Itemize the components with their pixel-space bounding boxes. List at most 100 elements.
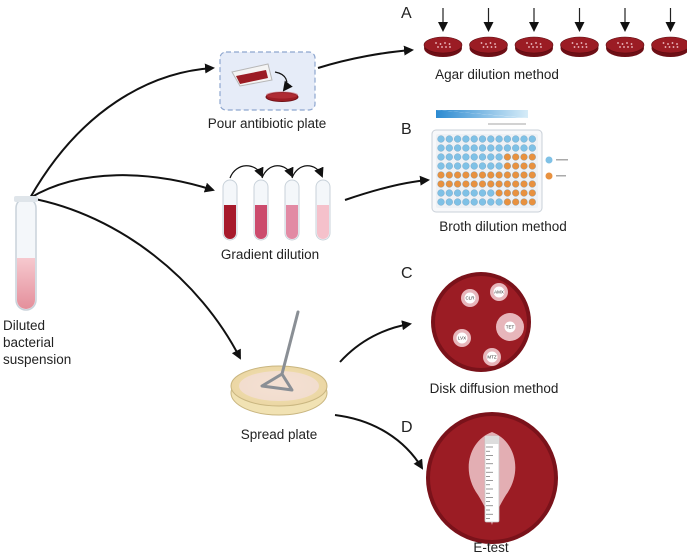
legend-orange-text-line xyxy=(556,175,566,177)
microplate-well xyxy=(528,135,536,143)
microplate-well xyxy=(495,171,503,179)
panel-letter-c: C xyxy=(401,265,413,282)
microplate-well xyxy=(478,189,487,197)
microplate-well xyxy=(512,135,520,143)
source-label-line1: Diluted xyxy=(3,318,45,333)
microplate-well xyxy=(528,162,536,170)
disk-label-lvx: LVX xyxy=(458,336,466,341)
microplate-well xyxy=(478,162,487,170)
microplate-well xyxy=(462,189,470,197)
microplate-well xyxy=(495,135,503,143)
microplate-well xyxy=(487,180,495,188)
microplate-well xyxy=(528,153,536,161)
microplate-well xyxy=(528,144,536,152)
arrow-to-agar xyxy=(317,45,414,69)
microplate-well xyxy=(487,189,495,197)
microplate-well xyxy=(437,135,445,143)
microplate-well xyxy=(478,171,487,179)
agar-plate xyxy=(605,8,645,57)
microplate-well xyxy=(462,180,470,188)
microplate-well xyxy=(478,198,487,206)
microplate-well xyxy=(503,171,511,179)
source-label-line3: suspension xyxy=(3,352,71,367)
legend-blue-dot xyxy=(545,156,553,164)
microplate-well xyxy=(437,189,445,197)
microplate-well xyxy=(528,180,536,188)
microplate-well xyxy=(528,189,536,197)
microplate-well xyxy=(503,180,511,188)
microplate-well xyxy=(437,180,445,188)
pour-antibiotic-plate-illustration xyxy=(219,51,316,111)
microplate-well xyxy=(520,144,528,152)
microplate-well xyxy=(495,180,503,188)
microplate-well xyxy=(495,189,503,197)
panel-letter-a: A xyxy=(401,5,412,22)
microplate-well xyxy=(470,180,478,188)
source-label-line2: bacterial xyxy=(3,335,54,350)
agar-plate xyxy=(423,8,463,57)
microplate-well xyxy=(437,153,445,161)
microplate-well xyxy=(470,153,478,161)
microplate-well xyxy=(495,153,503,161)
microplate-well xyxy=(462,198,470,206)
microplate-well xyxy=(470,189,478,197)
microplate-well xyxy=(487,198,495,206)
gradient-dilution-tubes xyxy=(222,165,331,241)
microplate-well xyxy=(454,144,462,152)
microplate-well xyxy=(503,162,511,170)
legend-orange-dot xyxy=(545,172,553,180)
panel-letter-d: D xyxy=(401,419,413,436)
microplate-well xyxy=(487,144,495,152)
microplate-well xyxy=(470,198,478,206)
panel-label-c: Disk diffusion method xyxy=(430,381,559,396)
microplate-well xyxy=(437,171,445,179)
microplate-well xyxy=(512,189,520,197)
microplate-well xyxy=(520,135,528,143)
microplate-well xyxy=(487,162,495,170)
microplate-well xyxy=(462,171,470,179)
microplate-well xyxy=(445,153,453,161)
microplate-well xyxy=(478,153,487,161)
microplate-well xyxy=(445,171,453,179)
microplate-well xyxy=(487,171,495,179)
microplate-well xyxy=(454,189,462,197)
microplate-well xyxy=(520,153,528,161)
microplate-well xyxy=(454,153,462,161)
arrow-to-disk xyxy=(339,320,412,363)
microplate-well xyxy=(512,180,520,188)
microplate-well xyxy=(520,180,528,188)
legend-blue-text-line xyxy=(556,159,568,161)
arrow-to-gradient xyxy=(29,174,215,199)
disk-label-clr: CLR xyxy=(465,296,475,301)
disk-label-tet: TET xyxy=(506,325,515,330)
microplate-well xyxy=(445,162,453,170)
microplate-well xyxy=(445,180,453,188)
microplate-well xyxy=(470,144,478,152)
microplate-well xyxy=(445,189,453,197)
flow-arrows xyxy=(29,45,430,470)
microplate-well xyxy=(470,162,478,170)
microplate-well xyxy=(445,198,453,206)
arrow-to-pour xyxy=(29,63,215,199)
microplate-well xyxy=(528,171,536,179)
disk-label-amx: AMX xyxy=(494,290,504,295)
arrow-to-etest xyxy=(334,414,424,470)
step-label-gradient: Gradient dilution xyxy=(221,247,319,262)
microplate-well xyxy=(495,144,503,152)
microplate-well xyxy=(520,171,528,179)
panel-letter-b: B xyxy=(401,121,412,138)
microplate-well xyxy=(520,162,528,170)
microplate-well xyxy=(503,144,511,152)
microplate-well xyxy=(503,198,511,206)
microplate-well xyxy=(487,135,495,143)
microplate-well xyxy=(437,162,445,170)
microplate-well xyxy=(462,144,470,152)
microplate-well xyxy=(454,171,462,179)
microplate-well xyxy=(503,153,511,161)
etest-plate xyxy=(426,412,558,544)
agar-plate xyxy=(514,8,554,57)
microplate-well xyxy=(528,198,536,206)
microplate-well xyxy=(445,144,453,152)
disk-diffusion-plate: CLR AMX TET LVX MTZ xyxy=(431,272,531,372)
microplate-well xyxy=(445,135,453,143)
